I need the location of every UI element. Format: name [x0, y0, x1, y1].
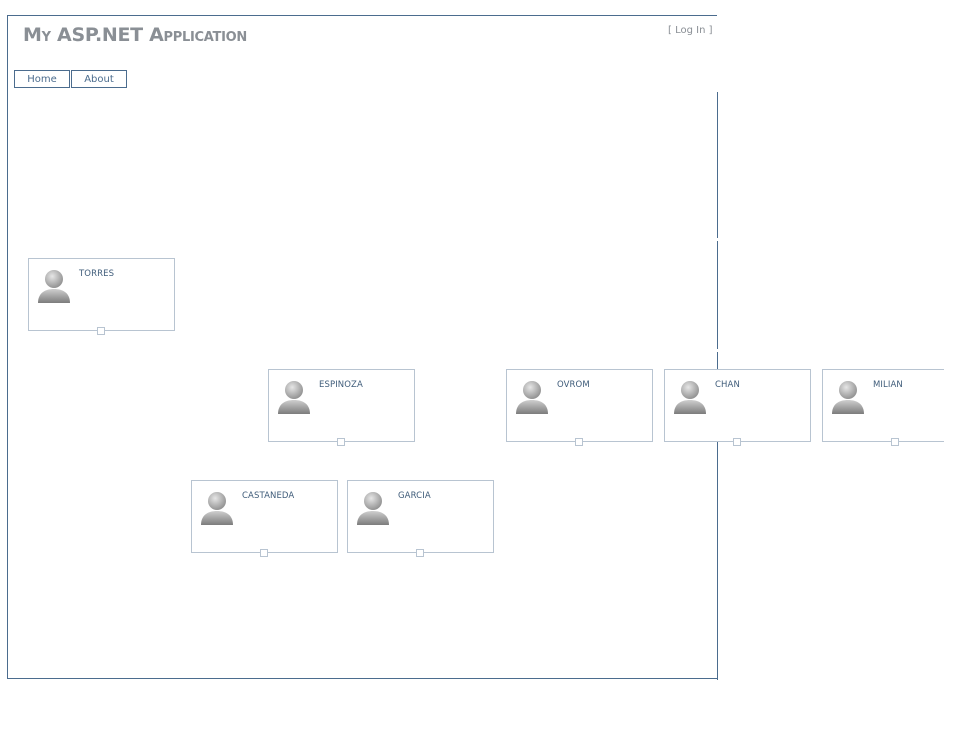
org-node-milian[interactable]: MILIAN	[822, 369, 944, 446]
person-icon	[516, 381, 548, 414]
page-frame-right-border	[717, 241, 718, 349]
login-open-bracket: [	[668, 25, 672, 36]
login-area: [ Log In ]	[668, 25, 713, 36]
page-frame-right-border	[717, 92, 718, 238]
org-node-castaneda[interactable]: CASTANEDA	[191, 480, 338, 557]
person-icon	[832, 381, 864, 414]
expand-toggle[interactable]	[337, 438, 345, 446]
menu-item-about[interactable]: About	[71, 70, 127, 88]
expand-toggle[interactable]	[416, 549, 424, 557]
main-menu: Home About	[14, 70, 127, 88]
org-node-name: MILIAN	[873, 380, 903, 390]
expand-toggle[interactable]	[891, 438, 899, 446]
org-node-name: CHAN	[715, 380, 740, 390]
org-node-name: TORRES	[79, 269, 115, 279]
org-node-espinoza[interactable]: ESPINOZA	[268, 369, 415, 446]
app-title: My ASP.NET Application	[23, 24, 247, 46]
login-link[interactable]: Log In	[675, 25, 706, 36]
org-node-name: OVROM	[557, 380, 590, 390]
org-node-garcia[interactable]: GARCIA	[347, 480, 494, 557]
org-node-ovrom[interactable]: OVROM	[506, 369, 653, 446]
expand-toggle[interactable]	[260, 549, 268, 557]
login-close-bracket: ]	[708, 25, 713, 36]
org-node-name: ESPINOZA	[319, 380, 363, 390]
expand-toggle[interactable]	[575, 438, 583, 446]
menu-item-home[interactable]: Home	[14, 70, 70, 88]
person-icon	[38, 270, 70, 303]
page-frame	[7, 15, 717, 679]
person-icon	[278, 381, 310, 414]
org-node-torres[interactable]: TORRES	[28, 258, 175, 335]
page-frame-right-border	[717, 352, 718, 680]
org-node-chan[interactable]: CHAN	[664, 369, 811, 446]
expand-toggle[interactable]	[97, 327, 105, 335]
person-icon	[201, 492, 233, 525]
org-node-name: GARCIA	[398, 491, 431, 501]
person-icon	[674, 381, 706, 414]
expand-toggle[interactable]	[733, 438, 741, 446]
org-node-name: CASTANEDA	[242, 491, 295, 501]
person-icon	[357, 492, 389, 525]
